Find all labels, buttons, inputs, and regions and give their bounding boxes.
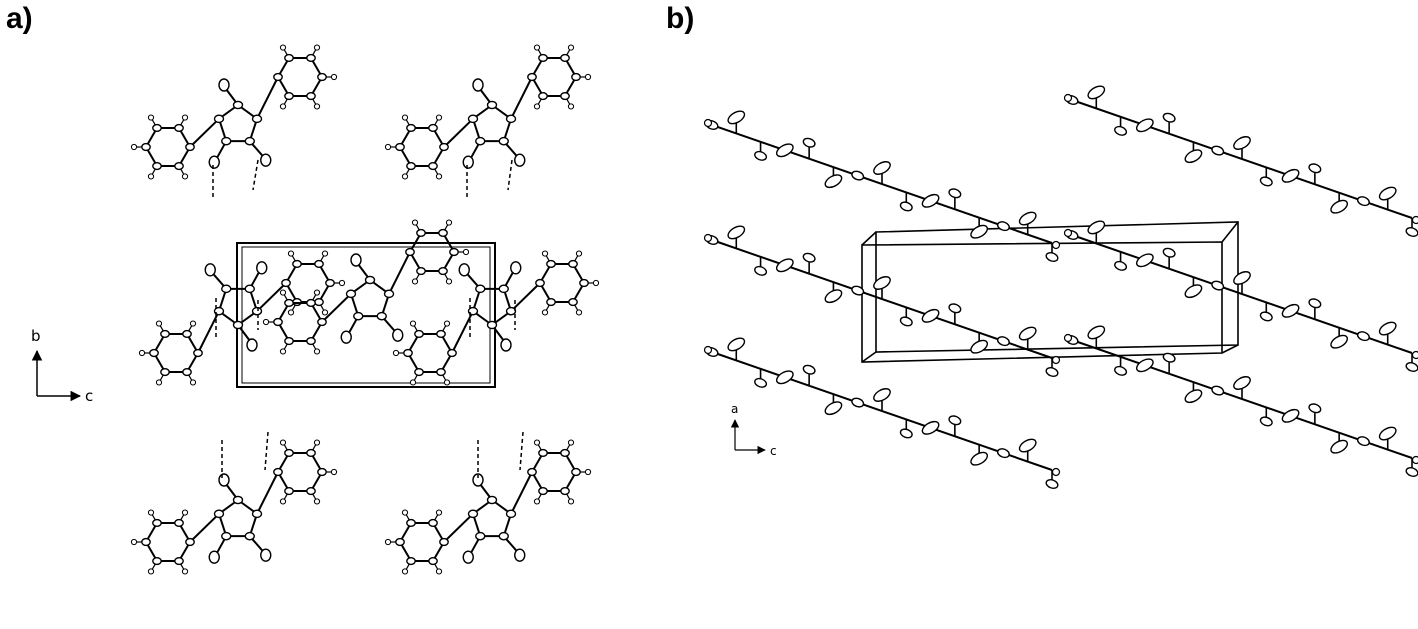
molecules-panel-b — [703, 85, 1418, 489]
molecule-b — [1063, 325, 1418, 477]
axis-indicator-a: b c — [31, 327, 93, 405]
molecule-a — [384, 439, 592, 575]
panel-a-label: a) — [6, 2, 33, 35]
panel-a-projection — [130, 44, 600, 575]
molecule-a — [262, 219, 470, 355]
molecule-b — [703, 337, 1061, 489]
axis-b-label: b — [31, 327, 41, 345]
panel-b-projection — [703, 85, 1418, 489]
molecule-a — [130, 439, 338, 575]
molecule-b — [1063, 220, 1418, 372]
axis-c-label-b: c — [770, 444, 777, 458]
molecule-a — [130, 44, 338, 180]
unit-cell-b — [861, 221, 1239, 363]
axis-a-label: a — [731, 402, 738, 416]
axis-c-label-a: c — [85, 387, 93, 405]
unit-cell-a — [236, 242, 496, 388]
panel-b-label: b) — [666, 2, 695, 35]
molecule-a — [384, 44, 592, 180]
molecule-b — [703, 225, 1061, 377]
molecule-b — [1063, 85, 1418, 237]
molecule-b — [703, 110, 1061, 262]
axis-indicator-b: a c — [730, 402, 777, 458]
molecule-a — [138, 250, 346, 386]
molecule-a — [392, 250, 600, 386]
molecules-panel-a — [130, 44, 600, 575]
